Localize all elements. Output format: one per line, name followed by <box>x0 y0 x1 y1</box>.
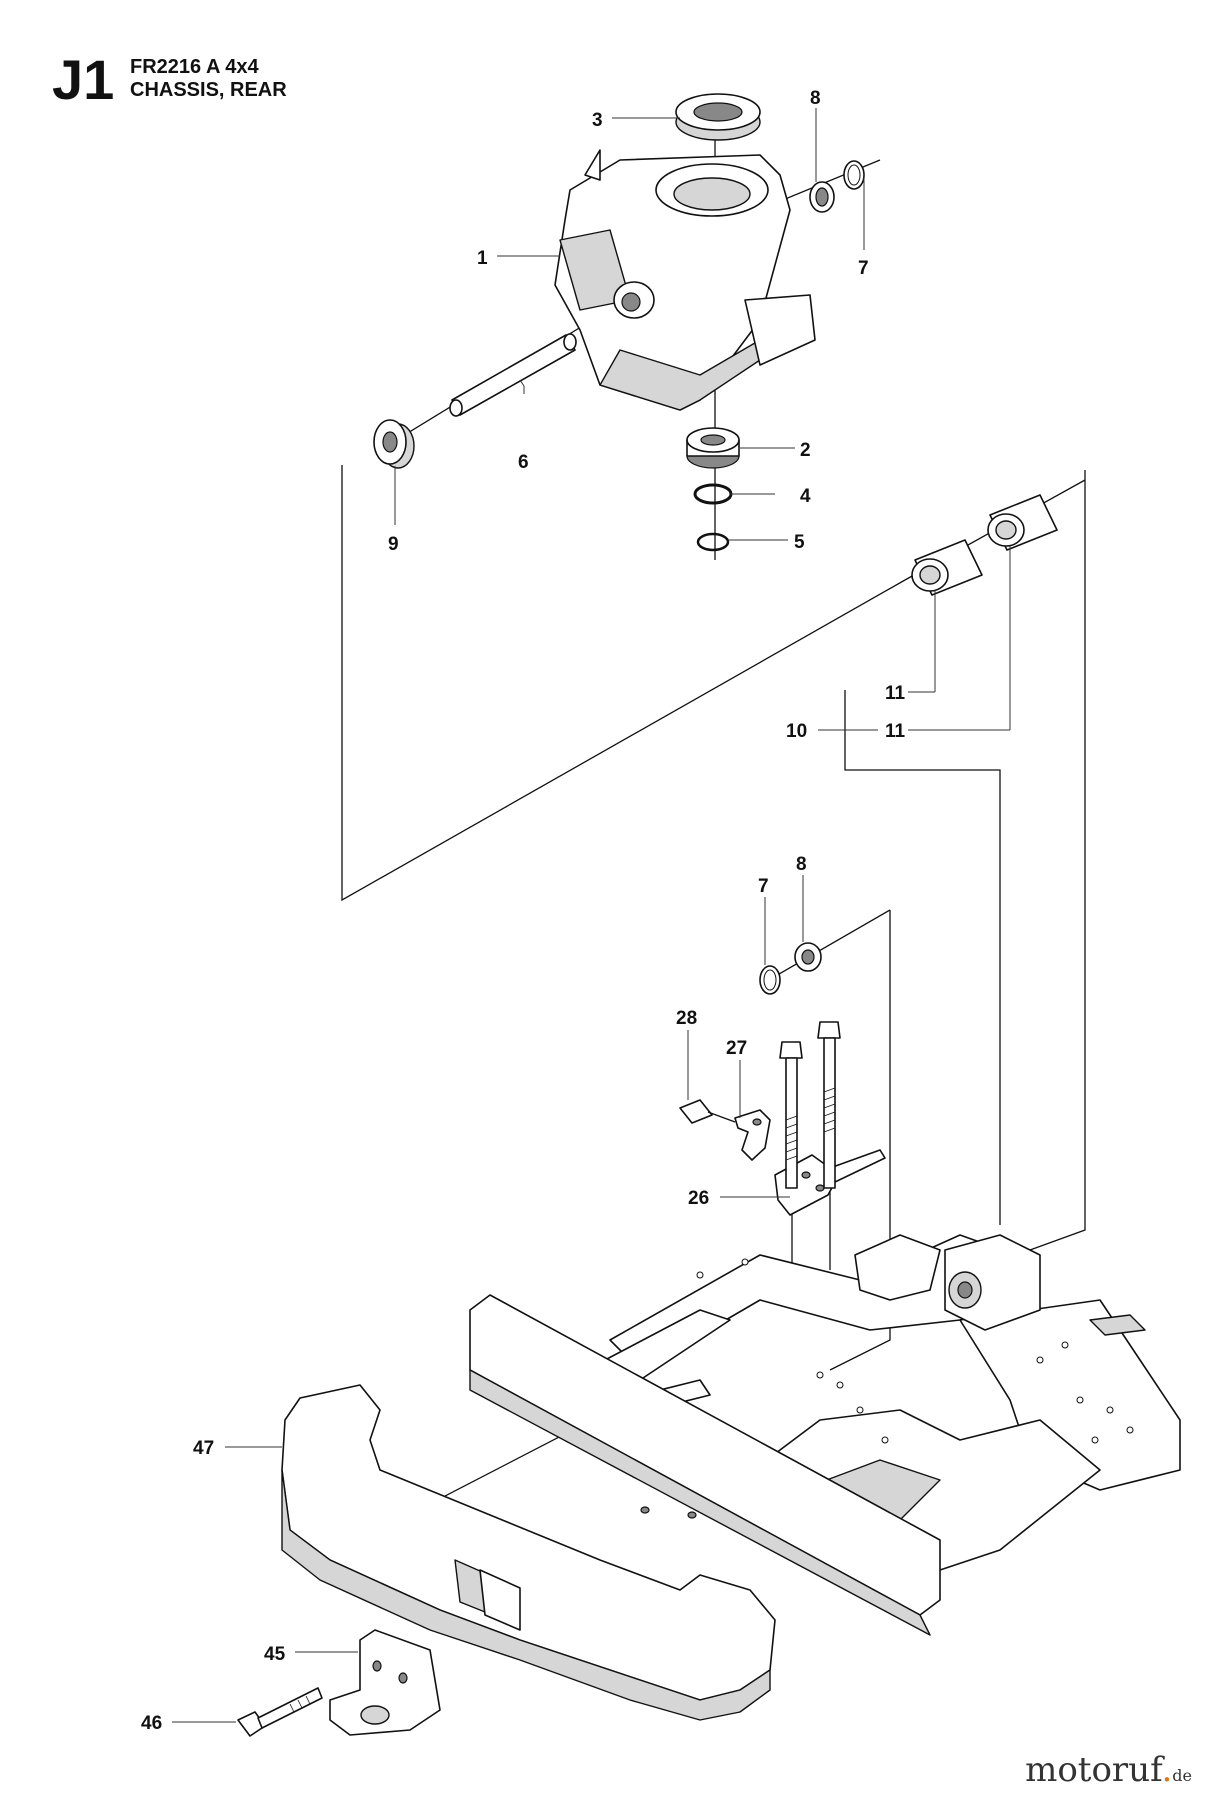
diagram-title: CHASSIS, REAR <box>130 79 287 101</box>
model-name: FR2216 A 4x4 <box>130 56 259 78</box>
bolt-right <box>817 1021 841 1189</box>
part-11-spacer-a <box>911 539 983 596</box>
section-code: J1 <box>52 48 115 111</box>
callout-47: 47 <box>193 1438 214 1459</box>
callout-11-upper: 11 <box>885 683 906 704</box>
callout-3: 3 <box>592 110 603 131</box>
bolt-left <box>779 1041 803 1189</box>
part-2-bearing <box>686 427 740 469</box>
callout-46: 46 <box>141 1713 162 1734</box>
part-6-pin <box>449 333 577 417</box>
callout-5: 5 <box>794 532 805 553</box>
brand-watermark: motoruf.de <box>1025 1750 1192 1790</box>
callout-4: 4 <box>800 486 811 507</box>
callout-7-top: 7 <box>858 258 869 279</box>
callout-10: 10 <box>786 721 807 742</box>
callout-6: 6 <box>518 452 529 473</box>
part-47-weight <box>281 1384 776 1721</box>
part-8-ring-top <box>809 181 835 213</box>
part-9-bushing <box>373 419 415 469</box>
part-27-clip <box>734 1109 771 1161</box>
callout-27: 27 <box>726 1038 747 1059</box>
callout-labels: 3 8 7 1 6 9 2 4 5 11 10 11 7 8 28 27 26 … <box>141 88 906 1734</box>
callout-45: 45 <box>264 1644 286 1665</box>
part-4-clip <box>693 483 733 505</box>
part-3-seal <box>675 93 761 141</box>
chassis-frame <box>469 1234 1181 1636</box>
leader-lines <box>172 108 1011 1723</box>
part-1-housing <box>554 149 816 411</box>
callout-2: 2 <box>800 440 811 461</box>
callout-11-lower: 11 <box>885 721 906 742</box>
callout-8-top: 8 <box>810 88 821 109</box>
part-11-spacer-b <box>987 494 1058 551</box>
part-7-circlip-top <box>843 160 865 190</box>
callout-9: 9 <box>388 534 399 555</box>
part-5-clip <box>696 532 730 552</box>
callout-26: 26 <box>688 1188 709 1209</box>
part-45-bracket <box>329 1629 441 1736</box>
part-46-bolt <box>237 1687 323 1737</box>
part-7-circlip-lower <box>759 965 781 995</box>
part-8-ring-lower <box>794 942 822 972</box>
callout-8-lower: 8 <box>796 854 807 875</box>
callout-7-lower: 7 <box>758 876 769 897</box>
part-28-screw <box>679 1099 736 1124</box>
callout-1: 1 <box>477 248 488 269</box>
callout-28: 28 <box>676 1008 697 1029</box>
